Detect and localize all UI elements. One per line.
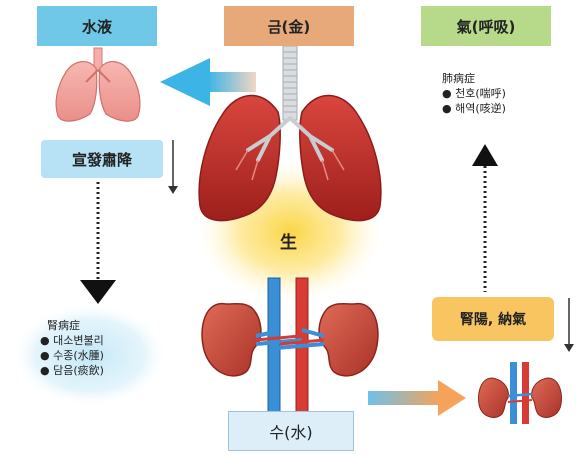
- arrow-dotted-down: [80, 182, 116, 304]
- kidney-disease-title: 腎病症: [40, 318, 104, 333]
- arrow-thin-down-shenyang: [564, 298, 574, 352]
- label-water-fluid: 水液: [37, 6, 157, 46]
- lung-disease-title: 肺病症: [442, 71, 506, 86]
- arrow-dotted-up: [472, 144, 498, 292]
- kidney-disease-item: ● 수종(水腫): [40, 348, 104, 363]
- small-kidneys-illustration: [479, 362, 562, 424]
- label-xuanfa-sujiang: 宣發肅降: [41, 140, 163, 178]
- arrow-thin-down-xuanfa: [168, 140, 178, 194]
- arrow-water-to-kidney: [368, 380, 466, 416]
- lung-disease-item: ● 천호(喘呼): [442, 86, 506, 101]
- small-lungs-illustration: [56, 48, 140, 121]
- kidney-disease-item: ● 대소변불리: [40, 333, 104, 348]
- label-sheng: 生: [280, 228, 297, 253]
- kidney-disease-item: ● 담음(痰飲): [40, 363, 104, 378]
- label-water-element: 수(水): [228, 411, 354, 451]
- lung-disease-note: 肺病症 ● 천호(喘呼) ● 해역(咳逆): [442, 71, 506, 116]
- lung-disease-item: ● 해역(咳逆): [442, 101, 506, 116]
- label-qi-breathing: 氣(呼吸): [421, 6, 551, 46]
- label-kidney-yang: 腎陽, 納氣: [432, 297, 554, 341]
- label-metal: 금(金): [224, 6, 354, 46]
- kidney-disease-note: 腎病症 ● 대소변불리 ● 수종(水腫) ● 담음(痰飲): [40, 318, 104, 378]
